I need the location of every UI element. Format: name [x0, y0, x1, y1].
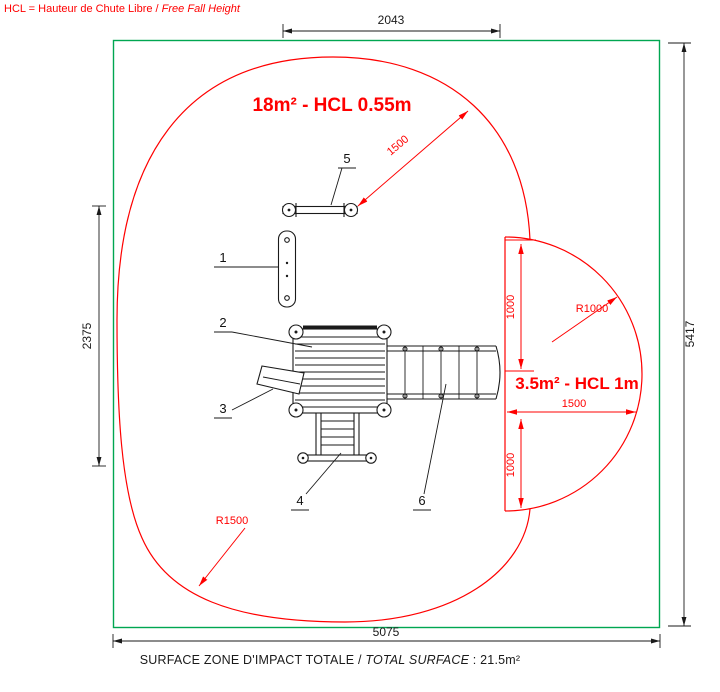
hcl-legend-separator: /: [155, 3, 159, 15]
total-surface-value: : 21.5m²: [472, 653, 521, 667]
part-label-6: 6: [418, 493, 425, 508]
total-surface-separator: /: [357, 653, 362, 667]
equipment-panel-item1: [277, 230, 297, 308]
hcl-legend: HCL = Hauteur de Chute Libre / Free Fall…: [4, 3, 240, 15]
dim-top-2043: 2043: [378, 13, 405, 27]
equipment-ladder-item4: [297, 413, 377, 464]
total-surface-fr: SURFACE ZONE D'IMPACT TOTALE: [139, 653, 355, 667]
side-impact-zone-outline: [504, 236, 643, 512]
equipment-side-panel-item3: [256, 365, 305, 395]
part-label-2: 2: [219, 315, 226, 330]
side-zone-label: 3.5m² - HCL 1m: [515, 374, 638, 393]
total-surface-en: TOTAL SURFACE: [365, 653, 470, 667]
dim-left-2375: 2375: [80, 322, 94, 349]
total-surface-caption: SURFACE ZONE D'IMPACT TOTALE / TOTAL SUR…: [0, 653, 660, 667]
main-zone-label: 18m² - HCL 0.55m: [252, 95, 411, 116]
equipment-tunnel-item6: [387, 345, 501, 400]
part-callouts: 1 2 3 4 5 6: [214, 151, 447, 511]
part-label-5: 5: [343, 151, 350, 166]
equipment-platform-item2: [288, 324, 392, 418]
black-dimensions: 2043 2375 5417 5075: [80, 13, 697, 648]
hcl-legend-en: Free Fall Height: [161, 3, 240, 15]
part-label-4: 4: [296, 493, 303, 508]
equipment-bar-item5: [281, 202, 359, 218]
part-label-1: 1: [219, 250, 226, 265]
main-impact-zone-outline: [116, 56, 531, 623]
dim-bottom-5075: 5075: [373, 625, 400, 639]
hcl-legend-fr: HCL = Hauteur de Chute Libre: [4, 3, 153, 15]
dim-right-5417: 5417: [683, 320, 697, 347]
dim-side-upper-1000: 1000: [505, 295, 517, 319]
dim-side-lower-1000: 1000: [505, 453, 517, 477]
dim-side-width-1500: 1500: [562, 398, 586, 410]
red-dimensions: 1500 1000 1000 1500 R1000 R1500: [198, 110, 636, 587]
green-boundary-rect: [112, 39, 661, 629]
dim-radius-r1000: R1000: [576, 303, 608, 315]
dim-radius-r1500: R1500: [216, 515, 248, 527]
part-label-3: 3: [219, 401, 226, 416]
dim-diag-1500: 1500: [385, 133, 411, 158]
playground-equipment: [256, 202, 501, 464]
